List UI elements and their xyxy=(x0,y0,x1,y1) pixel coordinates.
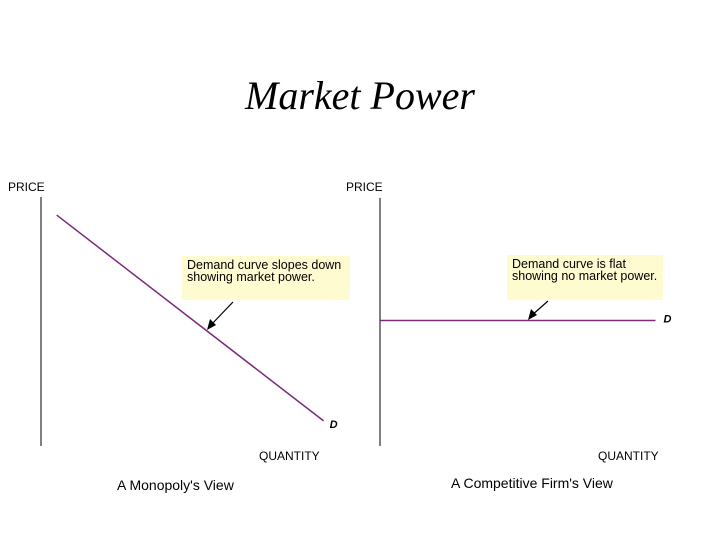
right-annotation-box: Demand curve is flat showing no market p… xyxy=(507,255,663,300)
left-demand-curve xyxy=(56,214,325,422)
right-demand-label: D xyxy=(664,314,672,326)
left-annotation-box: Demand curve slopes down showing market … xyxy=(182,256,350,300)
left-xlabel: QUANTITY xyxy=(259,449,320,463)
right-chart-title: A Competitive Firm's View xyxy=(451,475,614,491)
left-demand-label: D xyxy=(330,419,338,431)
left-arrowhead xyxy=(207,319,216,330)
right-xlabel: QUANTITY xyxy=(598,449,659,463)
right-ylabel: PRICE xyxy=(346,180,383,194)
left-chart-title: A Monopoly's View xyxy=(117,477,235,493)
left-annotation-arrow xyxy=(209,301,234,327)
right-arrowhead xyxy=(528,309,537,320)
page-title: Market Power xyxy=(245,73,475,118)
left-ylabel: PRICE xyxy=(8,180,45,194)
